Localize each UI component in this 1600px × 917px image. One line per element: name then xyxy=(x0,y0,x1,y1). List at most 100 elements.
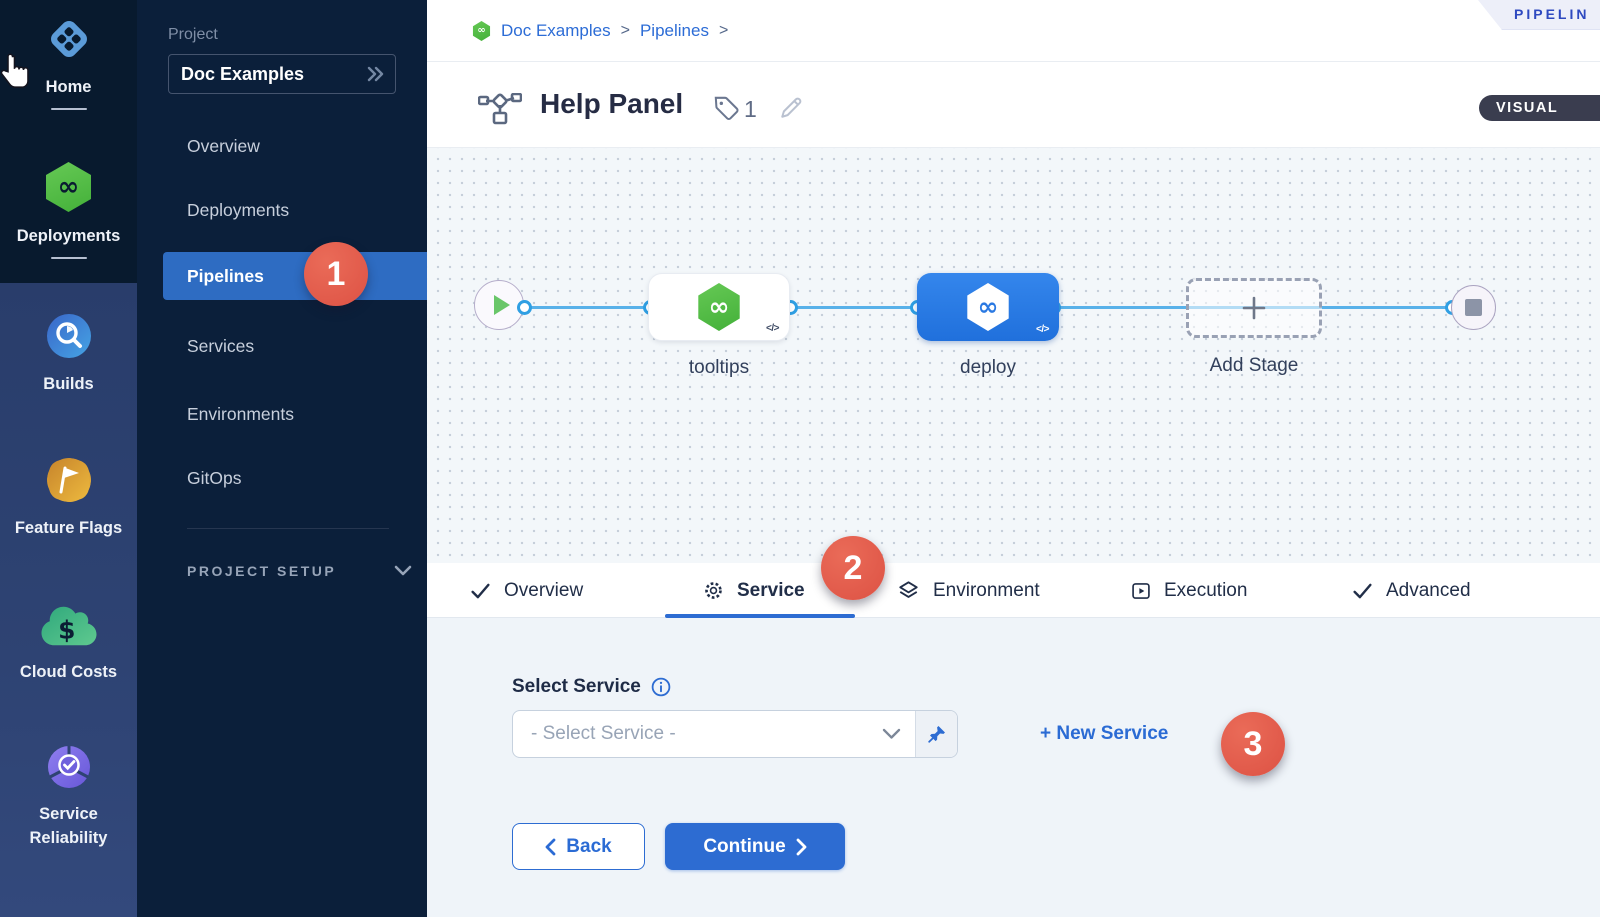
module-rail-lower-section xyxy=(0,283,137,917)
stage-node-tooltips[interactable]: ∞ </> xyxy=(648,273,790,341)
sidebar-divider xyxy=(187,528,389,529)
annotation-badge-3: 3 xyxy=(1221,712,1285,776)
visual-yaml-toggle[interactable]: VISUAL xyxy=(1479,95,1600,121)
layers-icon xyxy=(897,580,920,602)
visual-toggle-label: VISUAL xyxy=(1496,100,1559,116)
project-selector[interactable]: Doc Examples xyxy=(168,54,396,94)
pipeline-end-node[interactable] xyxy=(1451,285,1496,330)
project-name: Doc Examples xyxy=(181,63,305,84)
chevron-down-icon xyxy=(882,711,915,757)
edit-pencil-icon[interactable] xyxy=(777,94,805,122)
tags-icon xyxy=(713,95,740,122)
tab-overview[interactable]: Overview xyxy=(470,563,583,618)
info-icon[interactable] xyxy=(651,677,671,697)
breadcrumb-bar: ∞ Doc Examples > Pipelines > PIPELIN xyxy=(427,0,1600,62)
sidebar-item-overview[interactable]: Overview xyxy=(187,136,260,156)
breadcrumb-link-pipelines[interactable]: Pipelines xyxy=(639,21,709,40)
pipeline-flowchart-icon xyxy=(478,93,522,125)
tab-service[interactable]: Service xyxy=(703,563,805,618)
select-service-label: Select Service xyxy=(512,676,641,697)
service-reliability-icon xyxy=(46,744,92,790)
pipeline-canvas[interactable]: ∞ </> tooltips ∞ </> deploy xyxy=(427,148,1600,563)
rail-item-service-reliability[interactable]: Service Reliability xyxy=(0,744,137,850)
breadcrumb-link-project[interactable]: Doc Examples xyxy=(501,21,611,40)
project-section-label: Project xyxy=(168,26,218,43)
stage-tabbar: Overview Service Environ xyxy=(427,563,1600,618)
deployments-icon: ∞ xyxy=(44,162,94,212)
rail-label-builds: Builds xyxy=(43,375,94,393)
gear-icon xyxy=(703,580,724,601)
breadcrumb-separator: > xyxy=(718,22,729,39)
select-service-label-row: Select Service xyxy=(512,676,671,698)
stage-node-deploy-selected[interactable]: ∞ </> xyxy=(917,273,1059,341)
home-icon xyxy=(45,15,93,63)
code-icon: </> xyxy=(1036,324,1049,335)
pipeline-studio-ribbon: PIPELIN xyxy=(1478,0,1600,30)
rail-label-feature-flags: Feature Flags xyxy=(14,519,123,537)
pushpin-icon xyxy=(927,725,946,743)
stage-label-deploy: deploy xyxy=(960,357,1016,378)
sidebar-item-services[interactable]: Services xyxy=(187,336,255,356)
add-stage-button[interactable] xyxy=(1186,278,1322,338)
tab-advanced[interactable]: Advanced xyxy=(1352,563,1471,618)
service-select[interactable]: - Select Service - xyxy=(512,710,958,758)
service-tab-panel: Select Service - Select Service - xyxy=(427,618,1600,917)
chevron-right-icon xyxy=(796,838,807,856)
main-content: ∞ Doc Examples > Pipelines > PIPELIN xyxy=(427,0,1600,917)
svg-text:$: $ xyxy=(58,615,75,644)
active-tab-underline xyxy=(665,614,855,618)
sidebar-item-gitops[interactable]: GitOps xyxy=(187,468,242,488)
breadcrumb-separator: > xyxy=(620,22,630,39)
home-active-underline xyxy=(50,108,87,110)
project-sidebar: Project Doc Examples Overview Deployment… xyxy=(137,0,427,917)
stop-icon xyxy=(1465,299,1482,316)
check-icon xyxy=(1352,582,1373,600)
service-select-placeholder: - Select Service - xyxy=(531,723,676,744)
harness-stage-icon: ∞ xyxy=(696,283,742,331)
rail-label-cloud-costs: Cloud Costs xyxy=(19,663,118,681)
rail-label-service-reliability: Service Reliability xyxy=(29,805,108,847)
deployments-active-underline xyxy=(50,257,87,259)
tag-count: 1 xyxy=(744,96,757,122)
chevron-left-icon xyxy=(545,838,556,856)
sidebar-item-environments[interactable]: Environments xyxy=(187,404,294,424)
back-button[interactable]: Back xyxy=(512,823,645,870)
rail-item-home[interactable]: Home xyxy=(0,15,137,110)
feature-flags-icon xyxy=(45,456,93,504)
sidebar-item-pipelines[interactable]: Pipelines xyxy=(163,252,427,300)
chevron-down-icon xyxy=(394,565,412,577)
connector-port xyxy=(517,300,532,315)
cloud-costs-icon: $ xyxy=(41,604,97,648)
continue-button[interactable]: Continue xyxy=(665,823,845,870)
breadcrumb: ∞ Doc Examples > Pipelines > xyxy=(472,0,728,62)
rail-label-home: Home xyxy=(45,78,92,96)
pipeline-title-bar: Help Panel 1 VISUAL xyxy=(427,62,1600,148)
stage-label-tooltips: tooltips xyxy=(688,357,750,378)
harness-stage-icon: ∞ xyxy=(965,283,1011,331)
harness-project-icon: ∞ xyxy=(472,21,491,41)
double-chevron-right-icon xyxy=(365,65,385,83)
code-icon: </> xyxy=(766,323,779,334)
rail-label-deployments: Deployments xyxy=(16,227,121,245)
add-stage-label: Add Stage xyxy=(1209,355,1299,376)
annotation-badge-2: 2 xyxy=(821,536,885,600)
pipeline-start-node[interactable] xyxy=(474,280,524,330)
pipeline-title: Help Panel xyxy=(540,88,684,119)
project-setup-toggle[interactable]: PROJECT SETUP xyxy=(187,563,412,579)
play-icon xyxy=(494,295,510,315)
tab-execution[interactable]: Execution xyxy=(1131,563,1247,618)
rail-item-deployments[interactable]: ∞ Deployments xyxy=(0,162,137,259)
sidebar-item-deployments[interactable]: Deployments xyxy=(187,200,290,220)
pin-service-button[interactable] xyxy=(915,711,957,757)
rail-item-feature-flags[interactable]: Feature Flags xyxy=(0,456,137,540)
tab-environment[interactable]: Environment xyxy=(897,563,1040,618)
module-rail: Home ∞ Deployments xyxy=(0,0,137,917)
play-square-icon xyxy=(1131,581,1151,601)
rail-item-builds[interactable]: Builds xyxy=(0,312,137,396)
new-service-link[interactable]: + New Service xyxy=(1040,723,1169,744)
rail-item-cloud-costs[interactable]: $ Cloud Costs xyxy=(0,604,137,684)
builds-icon xyxy=(45,312,93,360)
annotation-badge-1: 1 xyxy=(304,242,368,306)
mouse-cursor-hand xyxy=(1,52,33,88)
check-icon xyxy=(470,582,491,600)
